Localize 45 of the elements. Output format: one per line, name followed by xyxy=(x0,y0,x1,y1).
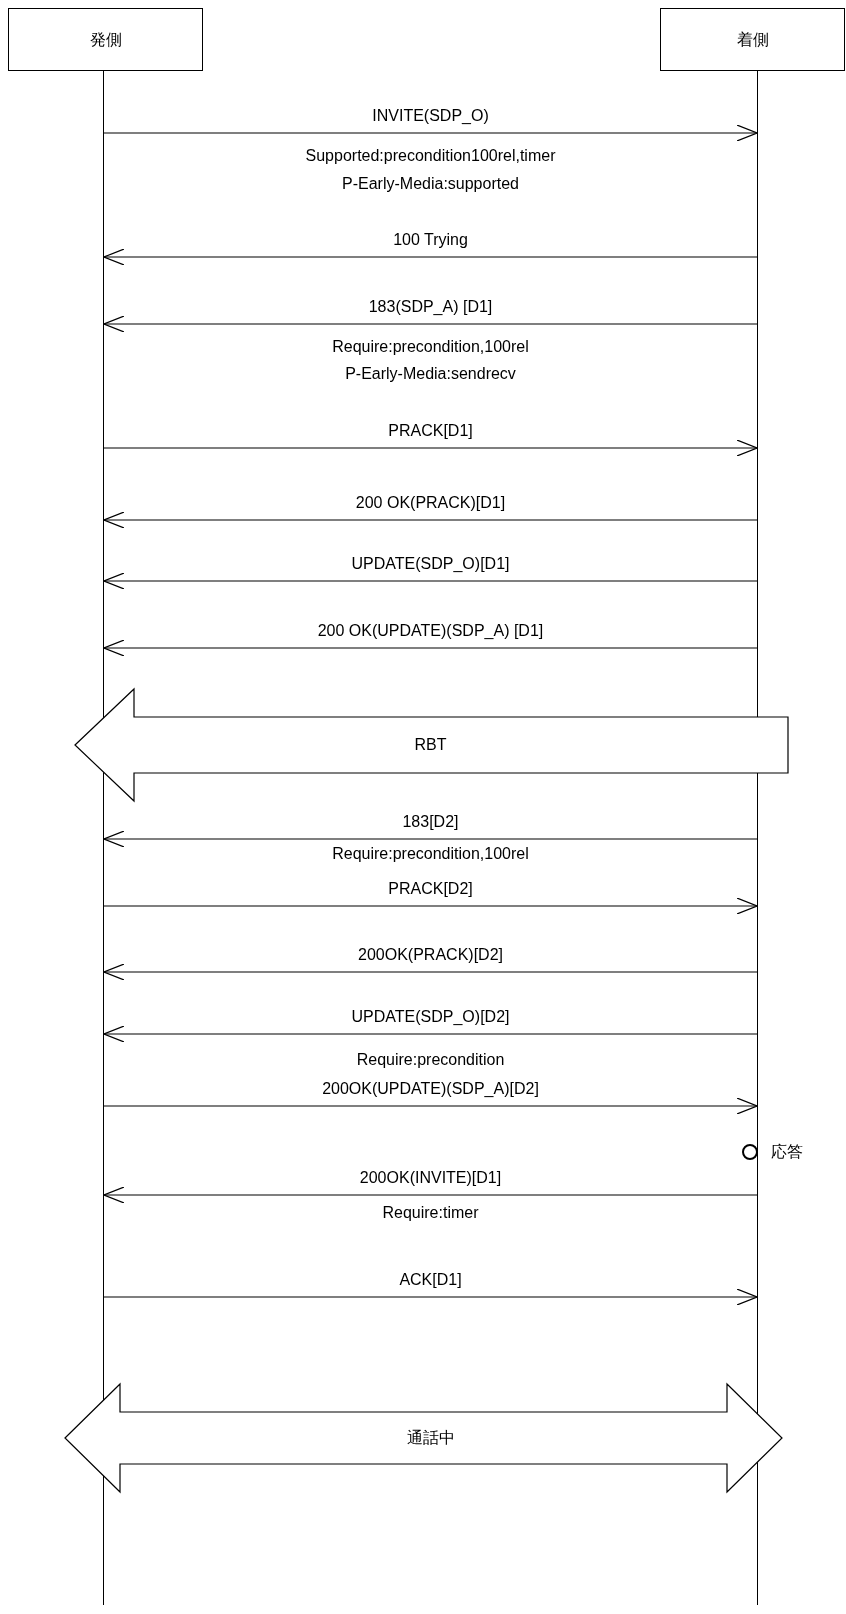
edge-label: 200OK(PRACK)[D2] xyxy=(358,945,503,965)
edge-label: 200OK(INVITE)[D1] xyxy=(359,1168,502,1188)
block-arrow xyxy=(64,1382,783,1494)
message-arrow xyxy=(103,897,758,915)
edge-label: UPDATE(SDP_O)[D1] xyxy=(351,554,510,574)
message-header: Require:precondition,100rel xyxy=(332,337,529,357)
arrow-label: 通話中 xyxy=(406,1428,455,1448)
message-arrow xyxy=(103,124,758,142)
message-header: Supported:precondition100rel,timer xyxy=(305,146,556,166)
message-header: Require:timer xyxy=(382,1203,479,1223)
message-arrow xyxy=(103,1097,758,1115)
participant-box xyxy=(8,8,203,71)
message-arrow xyxy=(103,511,758,529)
participant-box xyxy=(660,8,845,71)
lifeline xyxy=(103,71,104,1605)
edge-label: 100 Trying xyxy=(393,230,468,250)
edge-label: 200 OK(PRACK)[D1] xyxy=(355,493,506,513)
edge-label: ACK[D1] xyxy=(399,1270,462,1290)
message-arrow xyxy=(103,315,758,333)
edge-label: INVITE(SDP_O) xyxy=(372,106,489,126)
edge-label: PRACK[D1] xyxy=(388,421,473,441)
message-arrow xyxy=(103,963,758,981)
participant-name: 着側 xyxy=(736,29,769,50)
message-header: P-Early-Media:supported xyxy=(342,174,519,194)
edge-label: PRACK[D2] xyxy=(388,879,473,899)
edge-label: 183[D2] xyxy=(402,812,459,832)
edge-label: 200OK(UPDATE)(SDP_A)[D2] xyxy=(322,1079,539,1099)
message-arrow xyxy=(103,1025,758,1043)
message-arrow xyxy=(103,572,758,590)
message-header: P-Early-Media:sendrecv xyxy=(345,364,516,384)
block-arrow xyxy=(74,687,789,803)
message-arrow xyxy=(103,439,758,457)
message-arrow xyxy=(103,1288,758,1306)
message-arrow xyxy=(103,1186,758,1204)
edge-label: 200 OK(UPDATE)(SDP_A) [D1] xyxy=(317,621,544,641)
message-arrow xyxy=(103,248,758,266)
edge-label: 183(SDP_A) [D1] xyxy=(368,297,493,317)
message-arrow xyxy=(103,830,758,848)
participant-name: 発側 xyxy=(89,29,122,50)
message-arrow xyxy=(103,639,758,657)
message-header: Require:precondition xyxy=(356,1050,505,1070)
lifeline xyxy=(757,71,758,1605)
edge-label: UPDATE(SDP_O)[D2] xyxy=(351,1007,510,1027)
event-label: 応答 xyxy=(771,1142,803,1162)
message-header: Require:precondition,100rel xyxy=(332,844,529,864)
